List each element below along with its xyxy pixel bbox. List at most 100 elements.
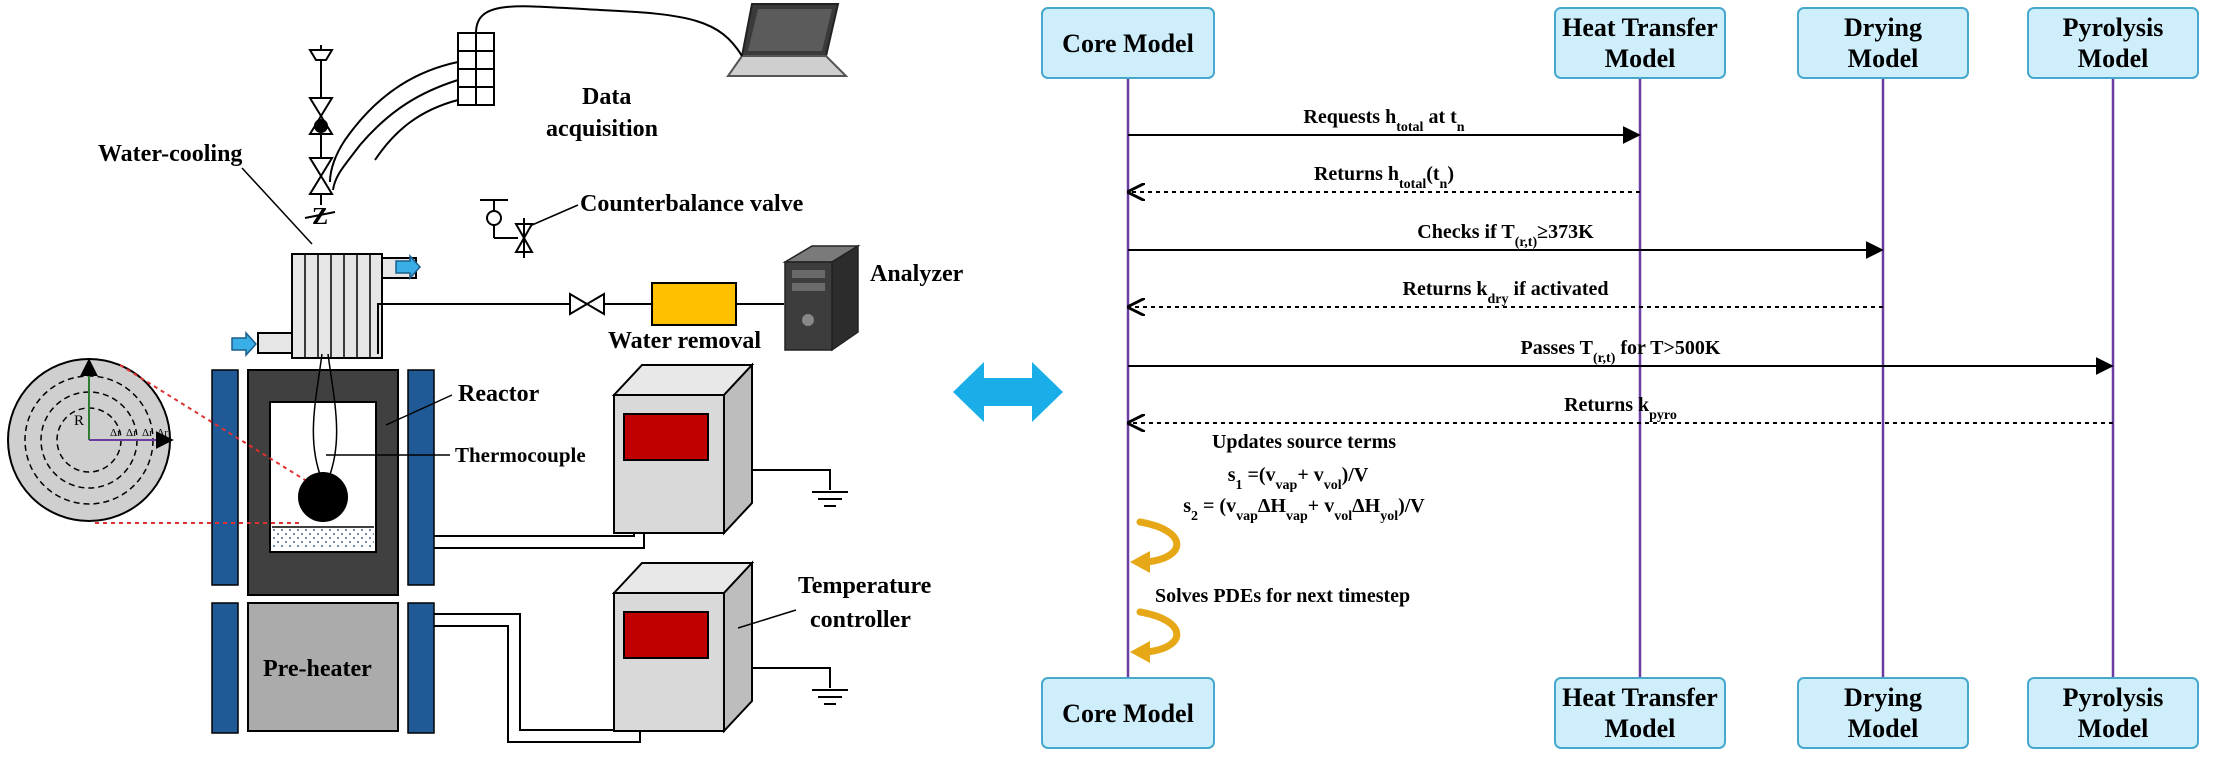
message-label-3: Returns kdry if activated — [1403, 278, 1609, 307]
participant-bottom-0 — [1041, 677, 1215, 749]
message-label-1-part: n — [1440, 177, 1448, 192]
reactor — [247, 353, 399, 596]
participant-top-label-3-1: Model — [2078, 44, 2149, 73]
update-note-s2-part: )/V — [1398, 495, 1425, 517]
update-note-s2-part: vap — [1286, 509, 1308, 524]
particle-zoom: R Δr Δr Δr Δr — [7, 358, 174, 522]
participant-bottom-label-0-0: Core Model — [1062, 699, 1194, 728]
message-label-5-part: Returns k — [1564, 394, 1650, 416]
heater-right-upper — [407, 369, 435, 586]
temperature-controller-label-1: Temperature — [798, 573, 932, 599]
message-label-0-part: total — [1396, 120, 1423, 135]
message-label-2-part: Checks if T — [1417, 221, 1515, 243]
coolant-in-arrow — [231, 331, 258, 357]
update-note-s2-part: ΔH — [1258, 495, 1287, 517]
participant-bottom-3 — [2027, 677, 2199, 749]
update-note-s2-part: s — [1183, 495, 1191, 517]
temperature-controller-leader — [737, 609, 797, 629]
update-note-s2-part: = (v — [1198, 495, 1236, 517]
message-label-4-part: (r,t) — [1593, 351, 1616, 366]
experimental-rig: Data acquisition Z Water-cooling — [7, 3, 964, 743]
daq-cables — [329, 5, 743, 191]
loop-arrow-solve-head — [1130, 641, 1150, 663]
laptop-icon — [726, 3, 849, 77]
data-acquisition-block — [457, 32, 495, 106]
controller-box-lower — [611, 560, 755, 734]
update-note-s2-part: vap — [1236, 509, 1258, 524]
loop-arrow-update-head — [1130, 551, 1150, 573]
message-label-0-part: at t — [1423, 106, 1457, 128]
participant-bottom-label-2-1: Model — [1848, 714, 1919, 743]
message-label-0-part: n — [1457, 120, 1465, 135]
heater-right-lower — [407, 602, 435, 734]
participant-top-label-1-0: Heat Transfer — [1562, 13, 1718, 42]
reactor-leader — [385, 394, 453, 426]
radius-label: R — [74, 413, 84, 429]
update-note-s1-part: 1 — [1235, 478, 1242, 493]
message-label-3-part: if activated — [1509, 278, 1609, 300]
participant-bottom-2 — [1797, 677, 1969, 749]
counterbalance-valve — [480, 199, 534, 258]
message-label-3-part: dry — [1488, 292, 1509, 307]
valve-stack — [308, 45, 334, 205]
gas-line — [377, 303, 784, 354]
dr-label-2: Δr — [126, 427, 137, 439]
message-label-4-part: for T>500K — [1615, 337, 1721, 359]
message-label-5-part: pyro — [1649, 408, 1677, 423]
participant-bottom-label-3-1: Model — [2078, 714, 2149, 743]
update-note-s2-part: vol — [1334, 509, 1352, 524]
update-note-s1-part: s — [1228, 464, 1236, 486]
message-label-0: Requests htotal at tn — [1303, 106, 1464, 135]
ground-lower — [752, 667, 848, 705]
water-cooling-label: Water-cooling — [98, 141, 242, 167]
participant-top-2 — [1797, 7, 1969, 79]
message-label-1-part: total — [1399, 177, 1426, 192]
message-label-5: Returns kpyro — [1564, 394, 1677, 423]
participant-top-3 — [2027, 7, 2199, 79]
update-note-s2-part: + v — [1308, 495, 1334, 517]
message-label-2: Checks if T(r,t)≥373K — [1417, 221, 1594, 250]
update-note-s1-part: =(v — [1242, 464, 1275, 486]
dr-label-4: Δr — [157, 427, 168, 439]
solve-note: Solves PDEs for next timestep — [1155, 585, 1410, 607]
data-acquisition-label-1: Data — [582, 84, 631, 110]
message-label-4: Passes T(r,t) for T>500K — [1521, 337, 1721, 366]
update-note-s2: s2 = (vvapΔHvap+ vvolΔHyol)/V — [1183, 495, 1425, 524]
pre-heater-label: Pre-heater — [263, 656, 372, 682]
update-note-s2-part: ΔH — [1352, 495, 1381, 517]
exchange-double-arrow — [953, 362, 1063, 422]
participant-top-label-2-1: Model — [1848, 44, 1919, 73]
valve-mark: Z — [312, 204, 328, 230]
dr-label-3: Δr — [142, 427, 153, 439]
water-removal-label: Water removal — [608, 328, 761, 354]
message-label-4-part: Passes T — [1521, 337, 1594, 359]
heater-cable-upper — [434, 533, 645, 549]
participant-top-1 — [1554, 7, 1726, 79]
heater-left-upper — [211, 369, 239, 586]
participant-bottom-label-1-1: Model — [1605, 714, 1676, 743]
message-label-1-part: Returns h — [1314, 163, 1399, 185]
message-label-2-part: ≥373K — [1537, 221, 1594, 243]
update-note-title: Updates source terms — [1212, 431, 1396, 453]
update-note-s1-part: )/V — [1342, 464, 1369, 486]
participant-bottom-label-3-0: Pyrolysis — [2063, 683, 2164, 712]
update-note-s1-part: + v — [1297, 464, 1323, 486]
participant-top-0 — [1041, 7, 1215, 79]
participant-top-label-0-0: Core Model — [1062, 29, 1194, 58]
analyzer-icon — [782, 244, 861, 352]
message-label-1: Returns htotal(tn) — [1314, 163, 1454, 192]
pre-heater — [247, 602, 399, 732]
thermocouple-label: Thermocouple — [455, 443, 586, 467]
reactor-label: Reactor — [458, 381, 540, 407]
biomass-particle — [298, 472, 348, 522]
participant-bottom-1 — [1554, 677, 1726, 749]
update-note-s1: s1 =(vvap+ vvol)/V — [1228, 464, 1369, 493]
water-cooling-leader — [241, 167, 313, 245]
message-label-0-part: Requests h — [1303, 106, 1396, 128]
participant-top-label-2-0: Drying — [1844, 13, 1922, 42]
heater-left-lower — [211, 602, 239, 734]
temperature-controller-label-2: controller — [810, 607, 911, 633]
update-note-s1-part: vol — [1324, 478, 1342, 493]
